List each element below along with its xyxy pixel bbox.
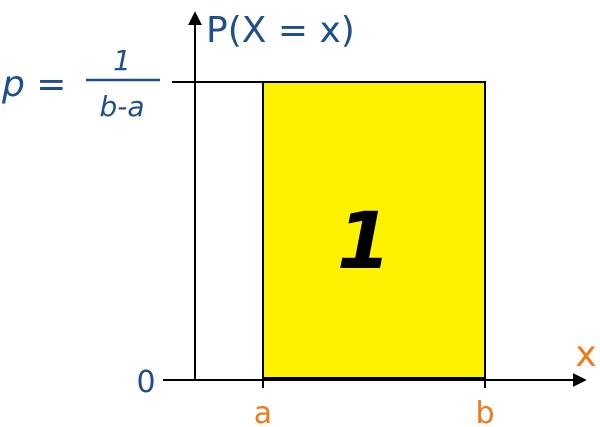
tick-label-a: a	[254, 396, 272, 427]
probability-region	[262, 81, 486, 379]
area-label: 1	[337, 197, 391, 287]
x-axis-label: x	[575, 334, 596, 375]
p-numerator: 1	[113, 44, 131, 77]
origin-label: 0	[136, 365, 155, 400]
p-prefix: p =	[1, 64, 66, 105]
y-axis-label: P(X = x)	[206, 10, 355, 51]
tick-label-b: b	[475, 396, 494, 427]
p-denominator: b-a	[99, 90, 144, 123]
